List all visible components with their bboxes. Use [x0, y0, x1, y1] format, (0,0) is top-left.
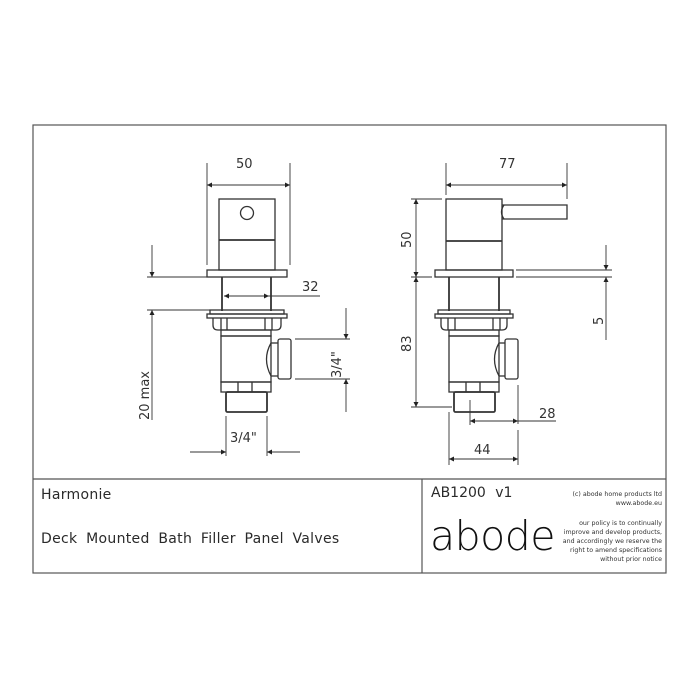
- dim-side-overall-width: 77: [499, 157, 516, 172]
- front-view-valve: [206, 198, 292, 413]
- dim-front-head-width: 50: [236, 157, 253, 172]
- dim-side-outlet: 3/4": [330, 351, 345, 378]
- dim-deck-thickness: 20 max: [138, 371, 153, 420]
- website-line: www.abode.eu: [615, 500, 662, 507]
- abode-logo: abode: [430, 512, 555, 560]
- dim-side-below-deck: 83: [400, 335, 415, 352]
- front-view-dimensions: [147, 163, 350, 456]
- side-view-dimensions: [411, 163, 612, 465]
- dim-bottom-thread: 3/4": [230, 431, 257, 446]
- product-description: Deck Mounted Bath Filler Panel Valves: [41, 531, 340, 547]
- dim-outlet-projection: 28: [539, 407, 556, 422]
- side-view-valve: [434, 198, 568, 413]
- product-name: Harmonie: [41, 487, 112, 503]
- drawing-frame: [32, 124, 667, 574]
- drawing-code: AB1200 v1: [431, 485, 513, 501]
- policy-notice: our policy is to continually improve and…: [548, 519, 662, 564]
- policy-line: our policy is to continually: [579, 520, 662, 527]
- copyright-line: (c) abode home products ltd: [572, 491, 662, 498]
- policy-line: improve and develop products,: [563, 529, 662, 536]
- dim-body-depth: 44: [474, 443, 491, 458]
- lever-handle: [502, 204, 568, 220]
- policy-line: and accordingly we reserve the: [562, 538, 662, 545]
- dim-front-stem-width: 32: [302, 280, 319, 295]
- policy-line: right to amend specifications: [570, 547, 662, 554]
- indicator-dot-icon: [239, 205, 255, 221]
- dim-side-head-height: 50: [400, 231, 415, 248]
- policy-line: without prior notice: [600, 556, 662, 563]
- dim-flange-thickness: 5: [592, 317, 607, 325]
- copyright-notice: (c) abode home products ltd www.abode.eu: [548, 490, 662, 508]
